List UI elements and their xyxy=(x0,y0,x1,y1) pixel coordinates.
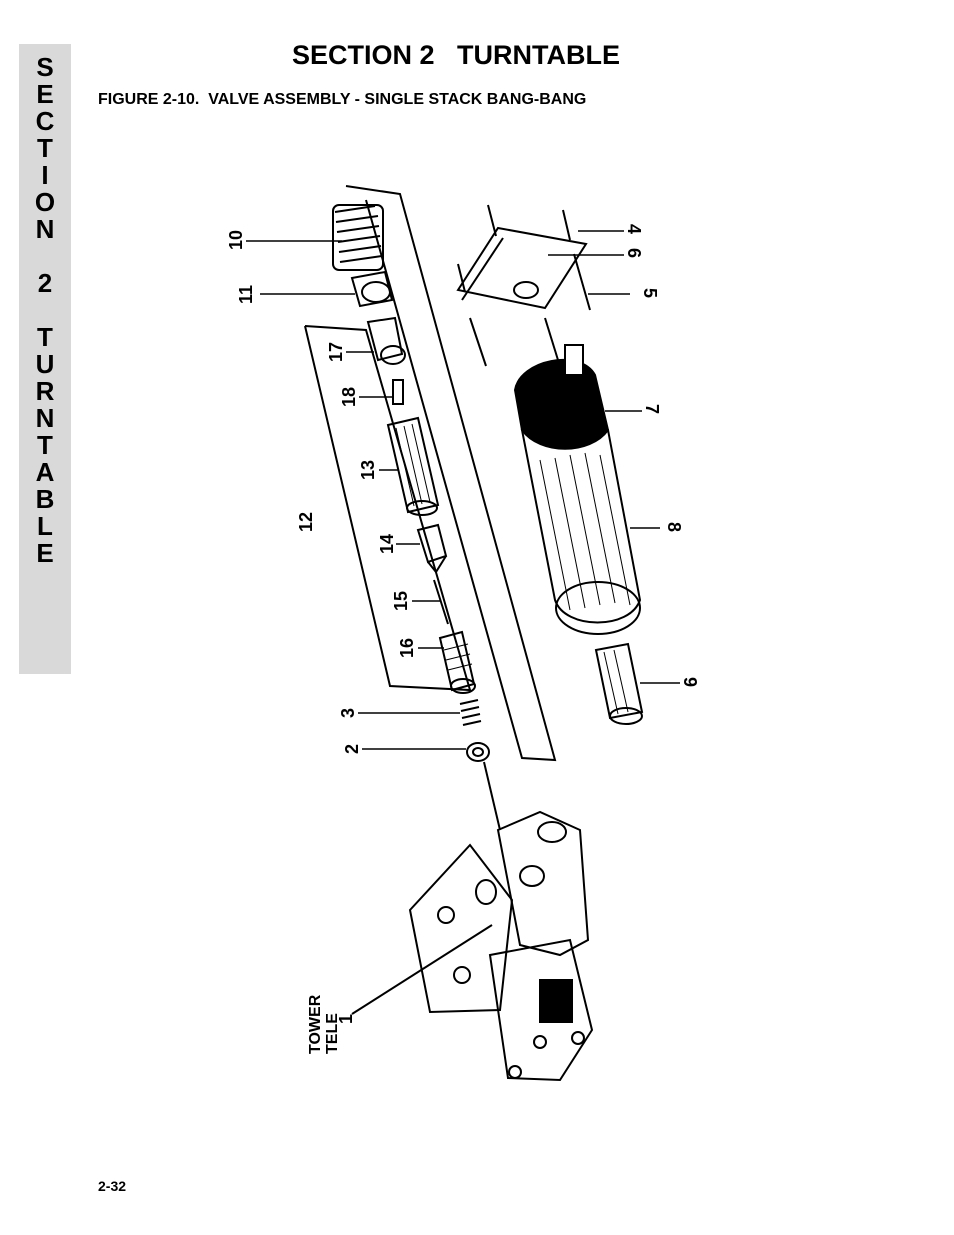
callout-8: 8 xyxy=(664,522,684,532)
base-label-tele: TELE xyxy=(324,1013,341,1054)
side-tab-letter: E xyxy=(36,538,54,568)
side-tab-letter: I xyxy=(41,160,49,190)
body-16 xyxy=(438,630,476,694)
callout-10: 10 xyxy=(226,230,246,250)
callout-7: 7 xyxy=(642,404,662,414)
subassembly-bracket xyxy=(304,325,472,692)
side-tab-letter: B xyxy=(35,484,55,514)
side-tab-letter: N xyxy=(35,403,55,433)
coil-7 xyxy=(513,344,610,450)
callout-2: 2 xyxy=(342,744,362,754)
side-tab-letter: N xyxy=(35,214,55,244)
spring-3 xyxy=(459,699,482,726)
callout-1: 1 xyxy=(336,1014,356,1024)
page-number: 2-32 xyxy=(98,1178,127,1194)
figure-title: FIGURE 2-10. VALVE ASSEMBLY - SINGLE STA… xyxy=(98,91,587,108)
spring-10 xyxy=(332,204,384,271)
callout-18: 18 xyxy=(339,387,359,407)
side-tab-letter: O xyxy=(34,187,56,217)
callout-17: 17 xyxy=(326,342,346,362)
pin-18 xyxy=(392,379,404,405)
callout-14: 14 xyxy=(377,534,397,554)
callout-13: 13 xyxy=(358,460,378,480)
side-tab-letters: S E C T I O N 2 T U R N T A B L E xyxy=(19,54,71,567)
assembly-outline xyxy=(345,185,557,762)
callout-11: 11 xyxy=(236,285,256,304)
side-tab-letter: T xyxy=(37,430,53,460)
spool-14 xyxy=(416,523,448,574)
fitting-17 xyxy=(366,316,406,365)
side-tab-letter: L xyxy=(37,511,53,541)
rod-15 xyxy=(433,579,449,625)
assembly-axis-line xyxy=(483,761,501,831)
side-tab-letter: E xyxy=(36,79,54,109)
base-label-tower: TOWER xyxy=(307,994,324,1054)
callout-3: 3 xyxy=(338,708,358,718)
side-tab-letter: A xyxy=(35,457,55,487)
stem-6 xyxy=(544,317,559,361)
side-tab-letter: S xyxy=(36,52,54,82)
side-tab-letter: 2 xyxy=(37,268,53,298)
callout-12: 12 xyxy=(296,512,316,532)
callout-9: 9 xyxy=(680,677,700,687)
section-title: SECTION 2 TURNTABLE xyxy=(292,40,621,70)
side-tab-letter: C xyxy=(35,106,55,136)
callout-4: 4 xyxy=(624,224,644,234)
side-tab-letter: U xyxy=(35,349,55,379)
side-tab-letter: T xyxy=(37,322,53,352)
sleeve-13 xyxy=(386,416,440,516)
tube-8 xyxy=(520,429,642,635)
callout-labels: 10 11 17 18 13 12 14 15 16 3 2 4 6 5 7 8… xyxy=(226,224,700,1054)
callout-5: 5 xyxy=(640,288,660,298)
side-tab-letter: R xyxy=(35,376,55,406)
callout-15: 15 xyxy=(391,591,411,611)
section-side-tab: S E C T I O N 2 T U R N T A B L E xyxy=(19,44,71,674)
side-tab-letter: T xyxy=(37,133,53,163)
end-plate-5 xyxy=(456,204,591,367)
valve-body-1 xyxy=(351,810,594,1082)
washer-2 xyxy=(466,742,490,762)
plunger-9 xyxy=(594,642,644,725)
callout-6: 6 xyxy=(624,248,644,258)
nut-11 xyxy=(350,270,394,308)
leader-lines xyxy=(246,230,680,750)
callout-16: 16 xyxy=(397,638,417,658)
